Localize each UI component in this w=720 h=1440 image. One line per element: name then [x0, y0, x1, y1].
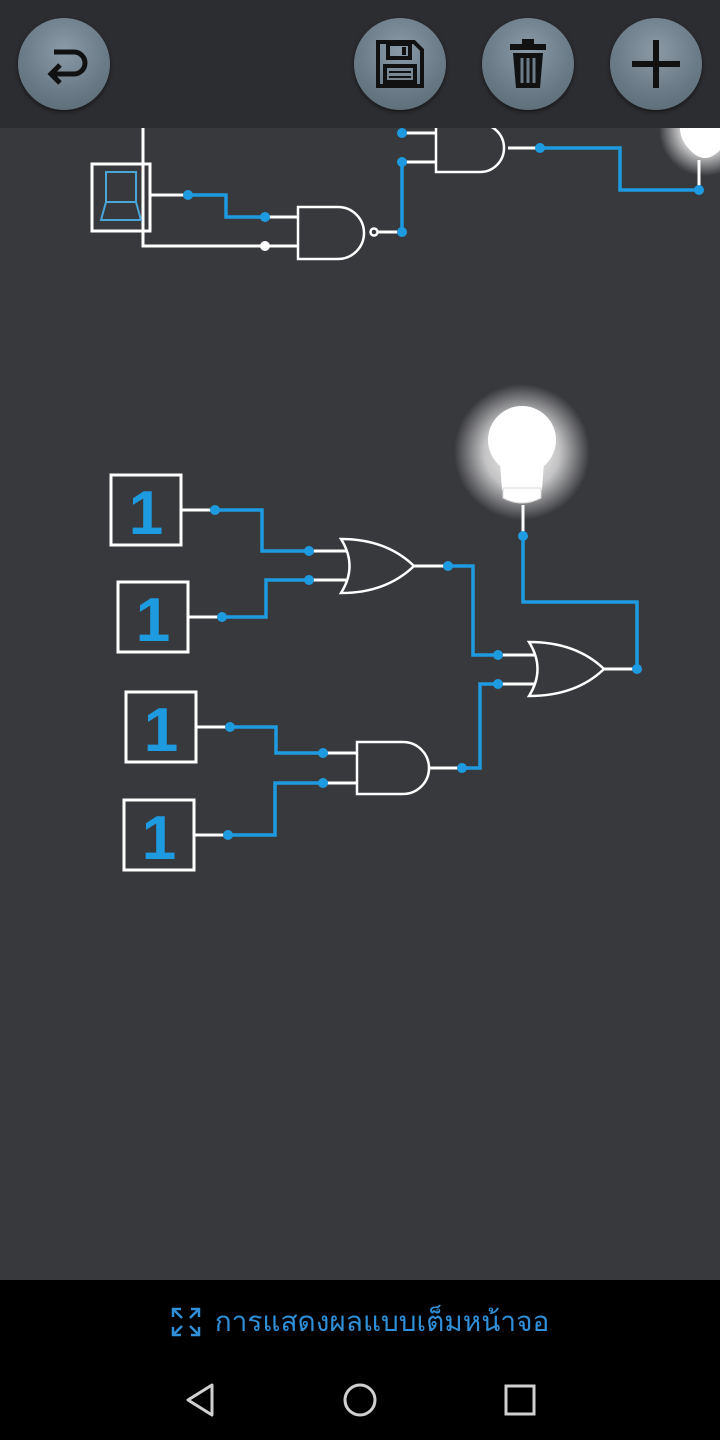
input-3[interactable]: 1: [124, 690, 198, 765]
recents-icon: [504, 1384, 536, 1416]
add-button[interactable]: [610, 18, 702, 110]
system-bottom-bar: [0, 1280, 720, 1440]
home-icon: [343, 1383, 377, 1417]
nand-gate-top[interactable]: [296, 205, 379, 261]
nav-recents-button[interactable]: [500, 1380, 540, 1420]
undo-icon: [47, 49, 88, 85]
fullscreen-toggle[interactable]: การแสดงผลแบบเต็มหน้าจอ: [0, 1300, 720, 1344]
input-4-value: 1: [142, 804, 176, 873]
input-2[interactable]: 1: [116, 580, 190, 655]
and-gate-main[interactable]: [355, 740, 431, 796]
and-gate-top[interactable]: [434, 128, 506, 174]
trash-icon: [510, 39, 546, 88]
input-1-value: 1: [129, 479, 163, 548]
delete-button[interactable]: [482, 18, 574, 110]
undo-button[interactable]: [18, 18, 110, 110]
input-4[interactable]: 1: [122, 798, 196, 873]
input-3-value: 1: [144, 696, 178, 765]
save-icon: [376, 40, 424, 88]
switch-input[interactable]: [90, 162, 152, 233]
nav-home-button[interactable]: [340, 1380, 380, 1420]
toolbar: [0, 0, 720, 128]
back-icon: [186, 1383, 214, 1417]
input-2-value: 1: [136, 586, 170, 655]
save-button[interactable]: [354, 18, 446, 110]
plus-icon: [632, 40, 680, 88]
input-1[interactable]: 1: [109, 473, 183, 548]
lamp-top: [659, 128, 720, 176]
expand-icon: [171, 1307, 200, 1337]
lamp-main[interactable]: [454, 384, 590, 520]
nav-back-button[interactable]: [180, 1380, 220, 1420]
circuit-diagram: 1 1 1 1: [90, 128, 720, 873]
circuit-canvas[interactable]: 1 1 1 1: [0, 128, 720, 1280]
or-gate-1[interactable]: [338, 537, 416, 595]
fullscreen-label: การแสดงผลแบบเต็มหน้าจอ: [214, 1305, 550, 1338]
or-gate-2[interactable]: [526, 640, 606, 698]
